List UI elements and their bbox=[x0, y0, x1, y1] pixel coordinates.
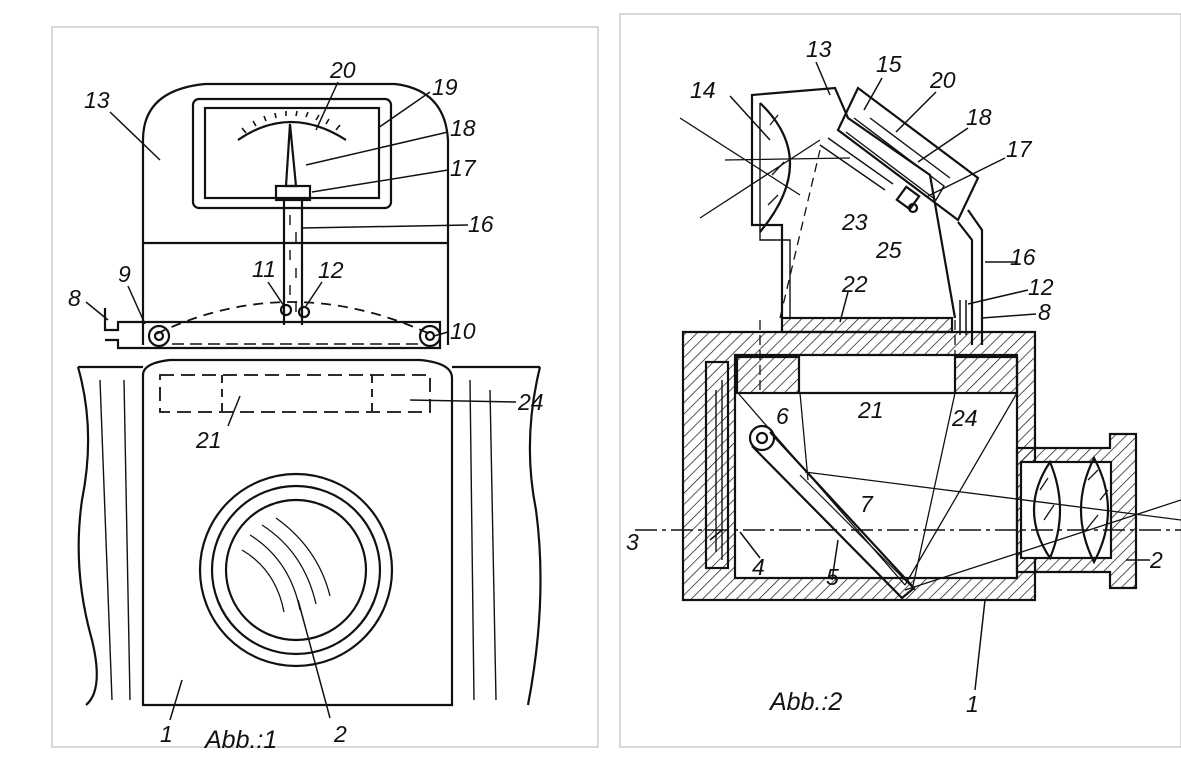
bracket-17 bbox=[895, 185, 921, 211]
lens-ring-outer bbox=[198, 472, 394, 668]
lens-2 bbox=[224, 498, 368, 642]
fig1-label: 17 bbox=[450, 155, 477, 181]
fig2-label: 7 bbox=[860, 491, 874, 517]
fig1-label: 1 bbox=[160, 721, 173, 747]
fig1-label: 24 bbox=[517, 389, 544, 415]
sensor-23 bbox=[819, 137, 894, 191]
bracket-17 bbox=[274, 184, 312, 202]
pivot-12 bbox=[297, 305, 311, 319]
stem-16 bbox=[282, 200, 304, 325]
light-rays bbox=[737, 392, 1181, 591]
fig2-label: 5 bbox=[826, 564, 839, 590]
fig1-label: 16 bbox=[468, 211, 494, 237]
lens-element-b bbox=[1080, 455, 1109, 565]
figure-1-drawing bbox=[76, 82, 542, 707]
element-25 bbox=[907, 202, 919, 214]
figure-2-caption: Abb.:2 bbox=[768, 688, 842, 716]
mirror-5 bbox=[751, 431, 916, 600]
fig2-label: 6 bbox=[776, 403, 789, 429]
meter-scale-20 bbox=[237, 120, 347, 141]
fig1-label: 18 bbox=[450, 115, 476, 141]
pivot-6 bbox=[748, 424, 776, 452]
needle-18 bbox=[284, 123, 298, 188]
fig2-label: 15 bbox=[876, 51, 902, 77]
fig2-label: 21 bbox=[857, 397, 884, 423]
stem-marks bbox=[289, 215, 297, 312]
film-window-3 bbox=[704, 360, 730, 570]
fig2-label: 12 bbox=[1028, 274, 1054, 300]
meter-window-inner bbox=[203, 106, 381, 200]
figure-2-frame bbox=[619, 13, 1181, 748]
fig2-label: 13 bbox=[806, 36, 832, 62]
fig2-label: 24 bbox=[951, 405, 978, 431]
mirror-surface-7 bbox=[799, 474, 916, 591]
pivot-11 bbox=[279, 303, 293, 317]
fig1-label: 20 bbox=[329, 57, 356, 83]
eye-rays bbox=[679, 117, 851, 219]
meter-housing-15 bbox=[836, 86, 980, 222]
lever-bar-8 bbox=[103, 308, 442, 350]
fig2-label: 2 bbox=[1149, 547, 1163, 573]
fig2-label: 25 bbox=[875, 237, 902, 263]
roller-9 bbox=[147, 324, 171, 348]
fig2-label: 1 bbox=[966, 691, 979, 717]
body-left-contour bbox=[76, 366, 98, 706]
scale-ticks bbox=[241, 110, 341, 134]
figure-1-caption: Abb.:1 bbox=[203, 726, 277, 754]
figure-2-labels: 13 15 20 14 18 17 23 25 16 12 8 22 21 24… bbox=[626, 36, 1163, 717]
roller-10 bbox=[418, 324, 442, 348]
figure-1-leaders bbox=[85, 81, 517, 721]
figure-1-labels: 13 20 19 18 17 16 9 8 11 12 10 21 24 1 2… bbox=[68, 57, 544, 754]
fig1-label: 19 bbox=[432, 74, 458, 100]
fig2-label: 14 bbox=[690, 77, 716, 103]
lens-element-a bbox=[1033, 459, 1062, 561]
body-right-contour bbox=[526, 366, 542, 706]
figure-2-drawing bbox=[635, 86, 1181, 602]
fig2-label: 18 bbox=[966, 104, 992, 130]
fig1-label: 8 bbox=[68, 285, 81, 311]
pin-12 bbox=[959, 300, 967, 335]
figure-1-frame bbox=[51, 26, 599, 748]
fig1-label: 11 bbox=[252, 256, 276, 282]
figure-2: 13 15 20 14 18 17 23 25 16 12 8 22 21 24… bbox=[619, 13, 1181, 748]
fig1-label: 12 bbox=[318, 257, 344, 283]
needle-18 bbox=[869, 117, 951, 179]
eyepiece-14 bbox=[759, 102, 791, 233]
figure-1: 13 20 19 18 17 16 9 8 11 12 10 21 24 1 2… bbox=[51, 26, 599, 754]
meter-window-19 bbox=[191, 97, 393, 210]
camera-body-1 bbox=[141, 358, 454, 707]
fig1-label: 2 bbox=[333, 721, 347, 747]
fig1-label: 10 bbox=[450, 318, 476, 344]
swing-arc bbox=[155, 301, 431, 335]
fig2-label: 8 bbox=[1038, 299, 1051, 325]
block-24 bbox=[953, 355, 1019, 395]
screen-22 bbox=[780, 316, 954, 334]
fig1-label: 21 bbox=[195, 427, 222, 453]
housing-13-outline bbox=[141, 82, 450, 345]
link-16 bbox=[957, 209, 984, 345]
figure-2-leaders bbox=[709, 61, 1150, 691]
fig2-label: 3 bbox=[626, 529, 639, 555]
block-left bbox=[735, 355, 801, 395]
element-21-24 bbox=[159, 374, 431, 413]
fig2-label: 23 bbox=[841, 209, 868, 235]
fig2-label: 16 bbox=[1010, 244, 1036, 270]
fig2-label: 20 bbox=[929, 67, 956, 93]
fig2-label: 17 bbox=[1006, 136, 1033, 162]
fig1-label: 13 bbox=[84, 87, 110, 113]
fig2-label: 22 bbox=[841, 271, 868, 297]
fig1-label: 9 bbox=[118, 261, 131, 287]
fig2-label: 4 bbox=[752, 554, 765, 580]
